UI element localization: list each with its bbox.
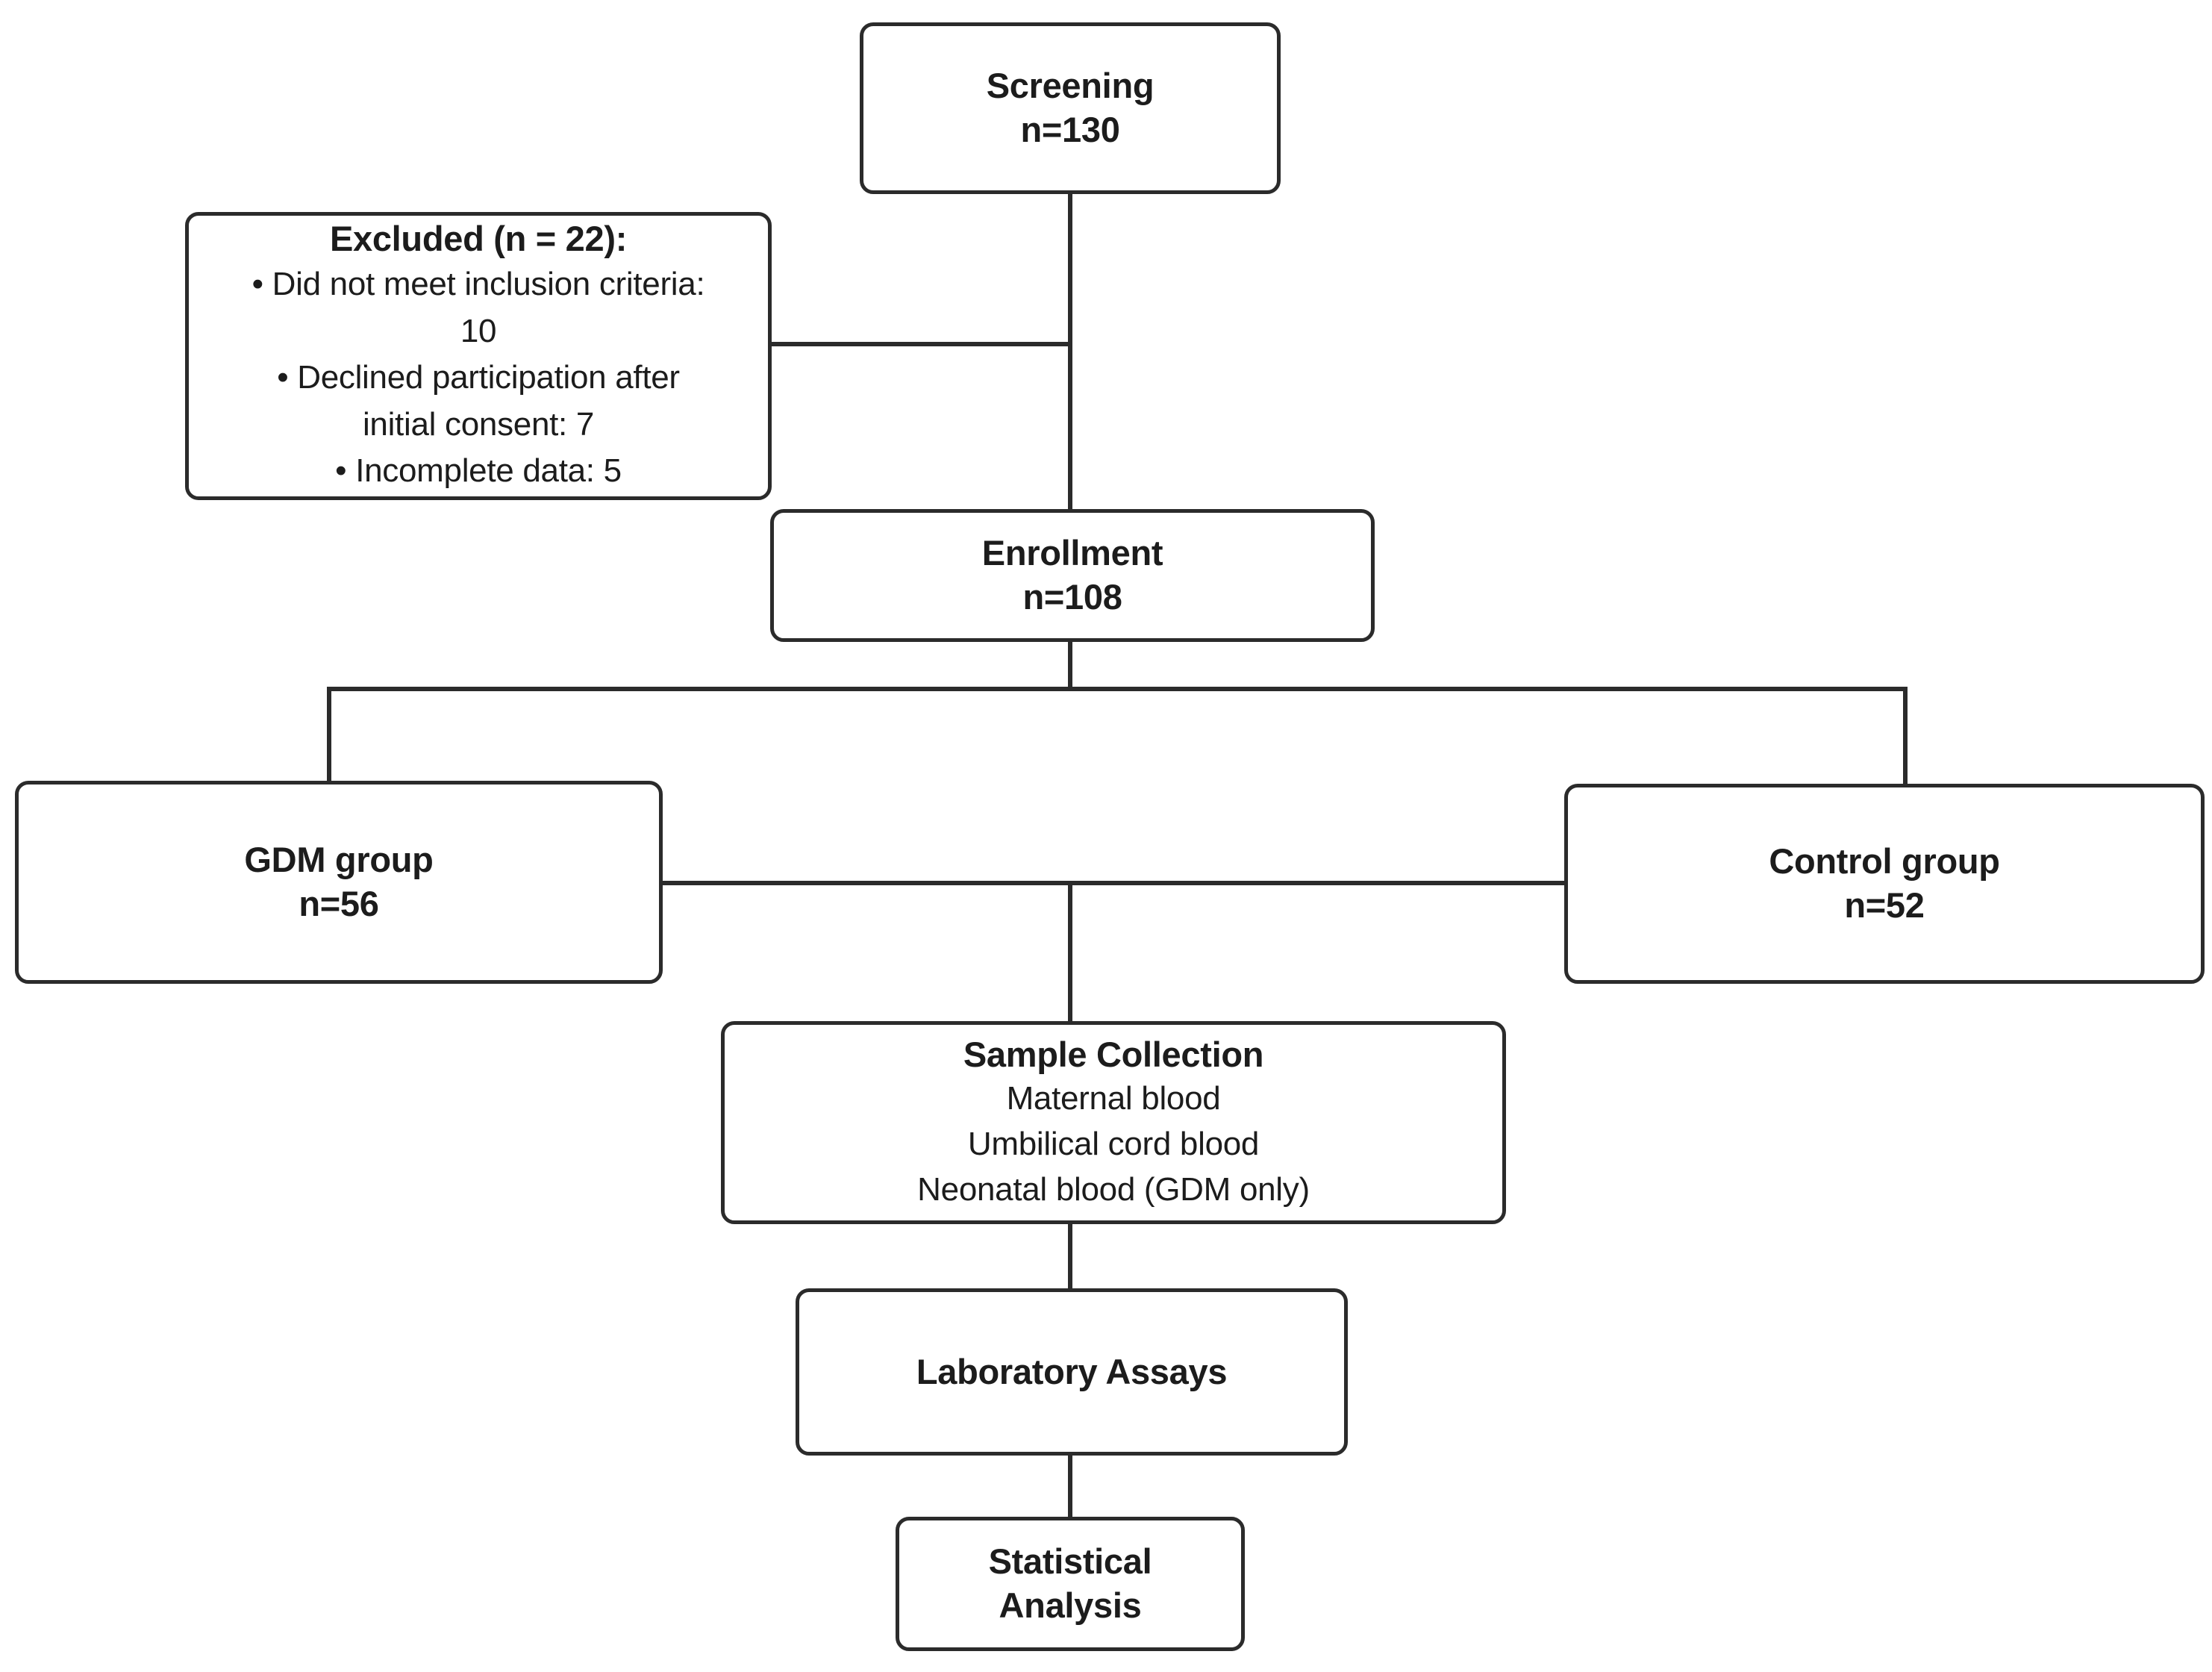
connector-sample-to-lab [1068,1221,1072,1291]
connector-groups-to-sample [1068,883,1072,1025]
sample-collection-box: Sample Collection Maternal blood Umbilic… [721,1021,1506,1224]
control-group-count: n=52 [1844,885,1925,925]
connector-branch-to-control [1903,687,1908,788]
gdm-group-box: GDM group n=56 [15,781,663,984]
connector-screening-to-enrollment [1068,193,1072,514]
screening-title: Screening [986,66,1155,106]
control-group-title: Control group [1769,841,2000,882]
enrollment-box: Enrollment n=108 [770,509,1375,642]
enrollment-title: Enrollment [981,533,1163,573]
gdm-group-count: n=56 [299,884,379,923]
screening-box: Screening n=130 [860,22,1281,194]
sample-line-maternal: Maternal blood [1006,1080,1221,1117]
excluded-bullet-list: • Did not meet inclusion criteria: 10 • … [240,261,717,494]
laboratory-assays-title: Laboratory Assays [916,1351,1228,1391]
sample-line-umbilical: Umbilical cord blood [967,1126,1260,1163]
excluded-heading: Excluded (n = 22): [329,219,628,259]
connector-branch-horizontal [327,687,1908,691]
enrollment-count: n=108 [1022,577,1122,617]
sample-line-neonatal: Neonatal blood (GDM only) [917,1170,1310,1208]
sample-collection-title: Sample Collection [963,1034,1264,1074]
connector-branch-to-gdm [327,687,331,785]
excluded-box: Excluded (n = 22): • Did not meet inclus… [185,212,772,500]
connector-groups-horizontal [661,881,1566,885]
gdm-group-title: GDM group [244,840,434,880]
excluded-bullet-2: • Declined participation after initial c… [277,359,680,443]
screening-count: n=130 [1020,110,1120,149]
laboratory-assays-box: Laboratory Assays [796,1288,1348,1456]
excluded-bullet-3: • Incomplete data: 5 [335,452,622,490]
statistical-analysis-title-line2: Analysis [999,1585,1142,1625]
connector-excluded-stub [771,342,1071,346]
control-group-box: Control group n=52 [1564,784,2205,984]
statistical-analysis-title-line1: Statistical [988,1541,1152,1582]
connector-lab-to-stats [1068,1453,1072,1520]
connector-enrollment-to-branch [1068,639,1072,691]
statistical-analysis-box: Statistical Analysis [896,1517,1245,1651]
excluded-bullet-1: • Did not meet inclusion criteria: 10 [251,266,705,349]
